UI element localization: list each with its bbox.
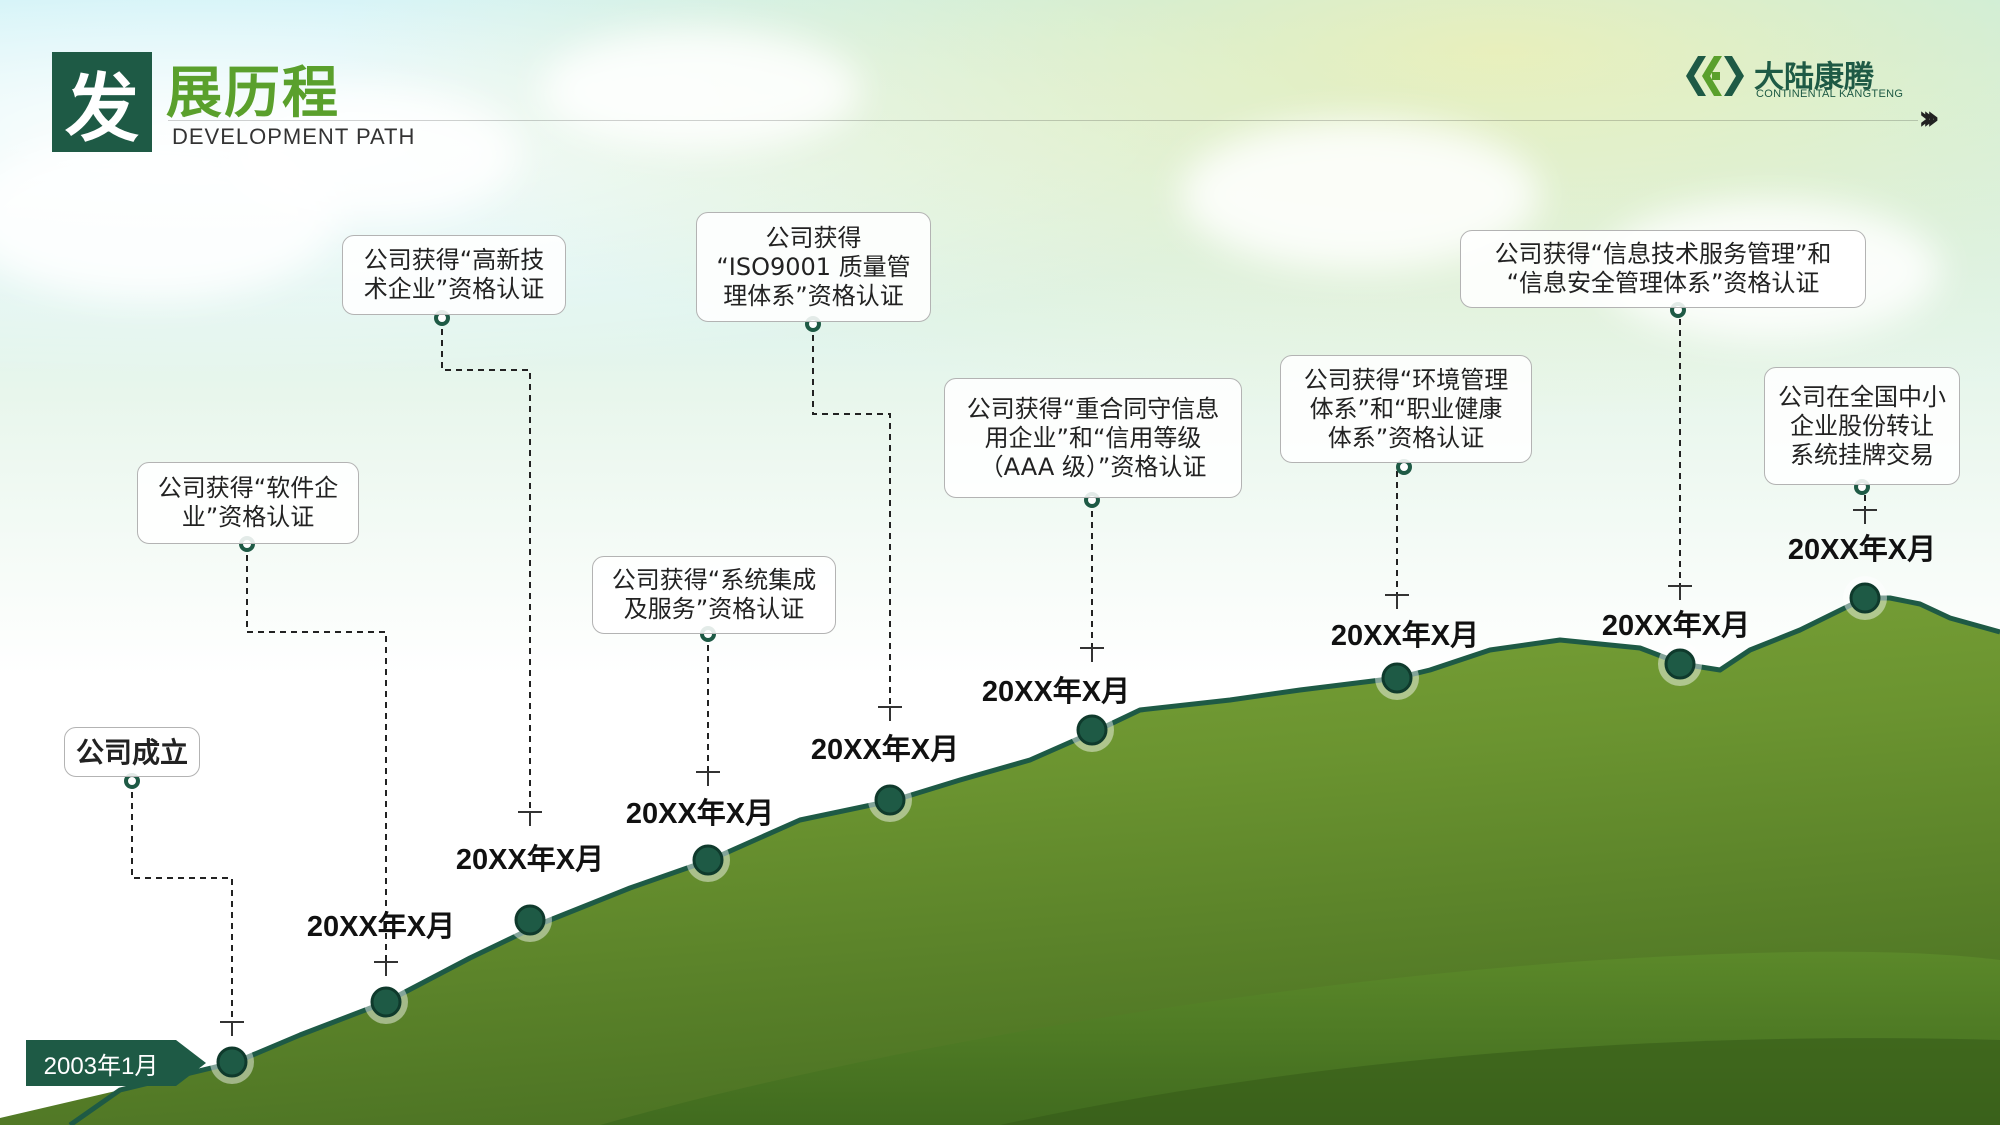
milestone-date: 20XX年X月 (810, 734, 960, 766)
cloud (220, 90, 520, 220)
milestone-date: 20XX年X月 (455, 844, 605, 876)
start-arrow-icon (176, 1040, 206, 1086)
mountain-shadow (1000, 1038, 2000, 1125)
milestone-text: 公司获得 “ISO9001 质量管 理体系”资格认证 (716, 223, 911, 310)
milestone-box: 公司获得“重合同守信息 用企业”和“信用等级 （AAA 级）”资格认证 (944, 378, 1242, 498)
milestone-date: 20XX年X月 (306, 911, 456, 943)
milestone-text: 公司获得“软件企 业”资格认证 (157, 474, 339, 531)
milestone-text: 公司获得“重合同守信息 用企业”和“信用等级 （AAA 级）”资格认证 (966, 394, 1220, 481)
milestone-box: 公司获得“信息技术服务管理”和 “信息安全管理体系”资格认证 (1460, 230, 1866, 308)
header-divider (168, 120, 1918, 121)
milestone-text: 公司获得“信息技术服务管理”和 “信息安全管理体系”资格认证 (1494, 240, 1832, 297)
milestone-box: 公司获得“环境管理 体系”和“职业健康 体系”资格认证 (1280, 355, 1532, 463)
page-subtitle: DEVELOPMENT PATH (172, 124, 416, 149)
milestone-text: 公司获得“环境管理 体系”和“职业健康 体系”资格认证 (1303, 365, 1509, 452)
milestone-date: 20XX年X月 (1330, 620, 1480, 652)
milestone-date: 20XX年X月 (625, 798, 775, 830)
ridge-line (68, 595, 2000, 1125)
logo-name-en: CONTINENTAL KANGTENG (1756, 88, 1904, 100)
title-char: 发 (65, 65, 139, 152)
double-chevron-right-icon[interactable]: ››› (1918, 98, 1940, 138)
milestone-date: 20XX年X月 (1787, 534, 1937, 566)
start-date-label: 2003年1月 (26, 1040, 176, 1086)
milestone-date: 20XX年X月 (981, 676, 1131, 708)
logo-mark-icon (1686, 56, 1744, 96)
milestone-date: 20XX年X月 (1601, 610, 1751, 642)
logo-name-cn: 大陆康腾 (1754, 60, 1874, 95)
milestone-text: 公司在全国中小 企业股份转让 系统挂牌交易 (1778, 382, 1946, 469)
milestone-box: 公司获得 “ISO9001 质量管 理体系”资格认证 (696, 212, 931, 322)
milestone-box: 公司获得“软件企 业”资格认证 (137, 462, 359, 544)
milestone-text: 公司获得“系统集成 及服务”资格认证 (611, 566, 817, 623)
milestone-box: 公司在全国中小 企业股份转让 系统挂牌交易 (1764, 367, 1960, 485)
milestone-text: 公司获得“高新技 术企业”资格认证 (363, 246, 545, 303)
cloud (540, 30, 860, 150)
milestone-text: 公司成立 (75, 735, 188, 769)
page-title: 展历程 (166, 61, 340, 126)
company-logo: 大陆康腾 CONTINENTAL KANGTENG (1684, 52, 1924, 102)
milestone-box: 公司成立 (64, 727, 200, 777)
title-badge: 发 (52, 52, 152, 152)
milestone-box: 公司获得“系统集成 及服务”资格认证 (592, 556, 836, 634)
milestone-box: 公司获得“高新技 术企业”资格认证 (342, 235, 566, 315)
